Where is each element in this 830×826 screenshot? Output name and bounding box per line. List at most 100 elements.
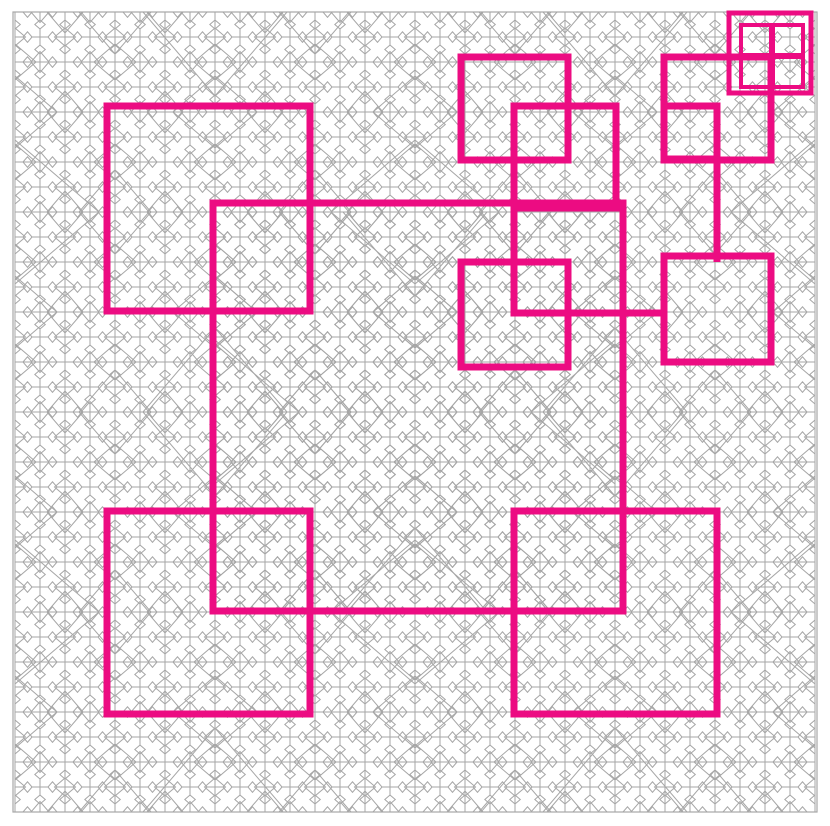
fractal-cross-d5 bbox=[414, 686, 441, 713]
fractal-cross-d5 bbox=[89, 661, 116, 688]
fractal-cross-d5 bbox=[214, 11, 241, 38]
fractal-cross-d5 bbox=[789, 286, 816, 313]
fractal-cross-d5 bbox=[464, 786, 491, 813]
fractal-cross-d5 bbox=[689, 661, 716, 688]
fractal-cross-d5 bbox=[289, 386, 316, 413]
fractal-cross-d5 bbox=[14, 36, 41, 63]
fractal-cross-d5 bbox=[664, 161, 691, 188]
fractal-cross-d5 bbox=[64, 636, 91, 663]
fractal-cross-d5 bbox=[64, 186, 91, 213]
fractal-cross-d5 bbox=[664, 686, 691, 713]
fractal-cross-d5 bbox=[14, 611, 41, 638]
fractal-cross-d5 bbox=[514, 736, 541, 763]
fractal-cross-d5 bbox=[139, 136, 166, 163]
fractal-cross-d5 bbox=[289, 336, 316, 363]
fractal-cross-d5 bbox=[89, 211, 116, 238]
fractal-cross-d5 bbox=[89, 611, 116, 638]
fractal-cross-d4 bbox=[414, 236, 441, 263]
fractal-cross-d5 bbox=[239, 636, 266, 663]
fractal-cross-d5 bbox=[339, 36, 366, 63]
fractal-cross-d5 bbox=[464, 86, 491, 113]
fractal-cross-d4 bbox=[564, 386, 591, 413]
fractal-cross-d5 bbox=[714, 386, 741, 413]
fractal-cross-d5 bbox=[789, 111, 816, 138]
fractal-cross-d5 bbox=[339, 236, 366, 263]
fractal-cross-d5 bbox=[564, 611, 591, 638]
fractal-cross-d4 bbox=[439, 236, 466, 263]
fractal-cross-d5 bbox=[414, 36, 441, 63]
fractal-cross-d4 bbox=[514, 211, 541, 238]
fractal-cross-d5 bbox=[264, 111, 291, 138]
fractal-cross-d5 bbox=[264, 211, 291, 238]
fractal-cross-d5 bbox=[114, 211, 141, 238]
fractal-cross-d5 bbox=[64, 786, 91, 813]
fractal-cross-d5 bbox=[639, 161, 666, 188]
fractal-cross-d5 bbox=[314, 786, 341, 813]
fractal-cross-d4 bbox=[264, 436, 291, 463]
fractal-cross-d4 bbox=[539, 561, 566, 588]
fractal-cross-d4 bbox=[514, 461, 541, 488]
fractal-cross-d4 bbox=[589, 536, 616, 563]
fractal-cross-d4 bbox=[339, 511, 366, 538]
fractal-cross-d5 bbox=[314, 386, 341, 413]
fractal-cross-d4 bbox=[589, 386, 616, 413]
fractal-cross-d4 bbox=[339, 361, 366, 388]
fractal-cross-d4 bbox=[589, 511, 616, 538]
fractal-cross-d4 bbox=[239, 211, 266, 238]
fractal-cross-d4 bbox=[264, 461, 291, 488]
fractal-cross-d4 bbox=[264, 311, 291, 338]
fractal-cross-d5 bbox=[439, 661, 466, 688]
fractal-cross-d5 bbox=[514, 286, 541, 313]
fractal-cross-d4 bbox=[464, 261, 491, 288]
fractal-cross-d4 bbox=[314, 286, 341, 313]
fractal-cross-d5 bbox=[639, 11, 666, 38]
fractal-cross-d5 bbox=[739, 261, 766, 288]
fractal-cross-d5 bbox=[589, 386, 616, 413]
fractal-cross-d5 bbox=[239, 786, 266, 813]
fractal-cross-d5 bbox=[464, 411, 491, 438]
fractal-cross-d4 bbox=[389, 236, 416, 263]
fractal-cross-d5 bbox=[64, 311, 91, 338]
fractal-cross-d5 bbox=[264, 336, 291, 363]
fractal-cross-d5 bbox=[639, 561, 666, 588]
fractal-cross-d5 bbox=[214, 636, 241, 663]
fractal-cross-d5 bbox=[189, 36, 216, 63]
fractal-cross-d4 bbox=[214, 211, 241, 238]
fractal-cross-d5 bbox=[689, 536, 716, 563]
fractal-cross-d5 bbox=[464, 536, 491, 563]
fractal-cross-d5 bbox=[639, 436, 666, 463]
fractal-cross-d5 bbox=[689, 111, 716, 138]
fractal-cross-d5 bbox=[239, 736, 266, 763]
fractal-cross-d5 bbox=[139, 761, 166, 788]
fractal-cross-d5 bbox=[214, 411, 241, 438]
fractal-cross-d5 bbox=[239, 211, 266, 238]
fractal-cross-d5 bbox=[14, 186, 41, 213]
fractal-cross-d5 bbox=[189, 161, 216, 188]
fractal-cross-d5 bbox=[239, 411, 266, 438]
fractal-cross-d5 bbox=[339, 161, 366, 188]
fractal-cross-d5 bbox=[739, 561, 766, 588]
fractal-cross-d5 bbox=[264, 536, 291, 563]
fractal-cross-d5 bbox=[89, 586, 116, 613]
fractal-cross-d5 bbox=[689, 511, 716, 538]
fractal-cross-d5 bbox=[89, 386, 116, 413]
fractal-cross-d5 bbox=[439, 761, 466, 788]
fractal-cross-d5 bbox=[239, 61, 266, 88]
fractal-pattern bbox=[14, 11, 816, 813]
fractal-cross-d5 bbox=[614, 261, 641, 288]
fractal-cross-d5 bbox=[239, 386, 266, 413]
fractal-cross-d5 bbox=[89, 311, 116, 338]
fractal-cross-d5 bbox=[239, 11, 266, 38]
fractal-cross-d5 bbox=[589, 661, 616, 688]
fractal-cross-d5 bbox=[339, 511, 366, 538]
fractal-cross-d5 bbox=[14, 486, 41, 513]
fractal-cross-d4 bbox=[564, 436, 591, 463]
fractal-cross-d5 bbox=[364, 61, 391, 88]
fractal-cross-d5 bbox=[364, 11, 391, 38]
fractal-cross-d5 bbox=[439, 11, 466, 38]
fractal-cross-d5 bbox=[389, 211, 416, 238]
fractal-cross-d4 bbox=[314, 311, 341, 338]
fractal-cross-d4 bbox=[564, 561, 591, 588]
fractal-cross-d5 bbox=[239, 36, 266, 63]
